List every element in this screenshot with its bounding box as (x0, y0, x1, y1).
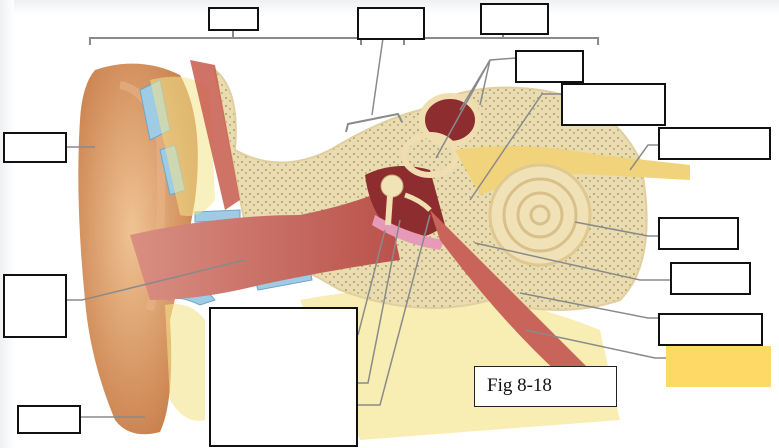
label-box-inner-ear[interactable] (480, 3, 549, 35)
label-box-cochlea[interactable] (658, 217, 739, 250)
label-box-highlighted[interactable] (666, 346, 771, 387)
label-box-middle-ear[interactable] (357, 7, 425, 40)
label-box-semicircular-canals[interactable] (515, 50, 584, 83)
label-box-round-window[interactable] (670, 262, 751, 295)
label-box-vestibule[interactable] (561, 83, 666, 126)
label-box-outer-ear[interactable] (208, 7, 259, 31)
label-box-ossicles[interactable] (209, 307, 358, 447)
figure-caption: Fig 8-18 (474, 366, 617, 407)
label-box-earlobe[interactable] (17, 405, 81, 434)
label-box-auditory-canal[interactable] (3, 274, 67, 338)
label-box-auditory-tube[interactable] (658, 313, 763, 346)
label-box-vestibulocochlear-nerve[interactable] (658, 127, 771, 160)
label-box-auricle[interactable] (3, 132, 67, 163)
